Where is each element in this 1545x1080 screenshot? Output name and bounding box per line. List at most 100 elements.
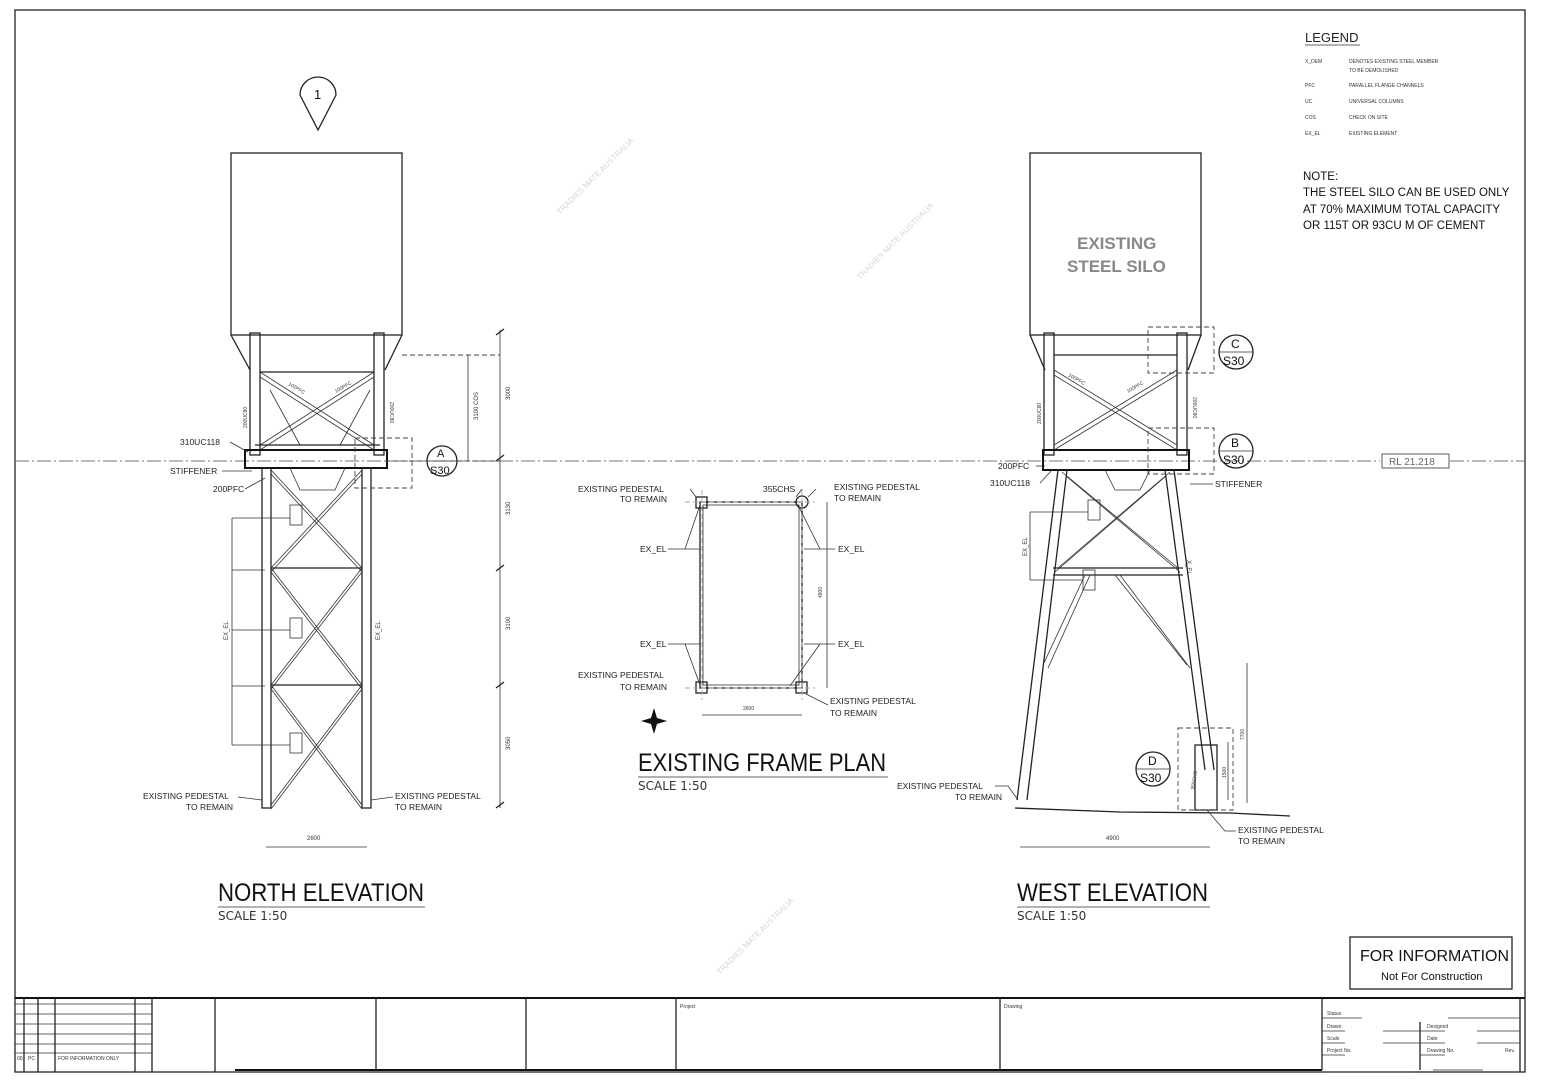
svg-text:EXISTING PEDESTAL: EXISTING PEDESTAL — [830, 696, 916, 706]
project-field-label: Project — [680, 1004, 696, 1010]
for-information-stamp: FOR INFORMATION Not For Construction — [1349, 936, 1513, 990]
svg-text:200PFC: 200PFC — [998, 461, 1029, 471]
rl-label: RL 21.218 — [1389, 457, 1435, 468]
detail-marker-b[interactable]: B S30 — [1218, 433, 1254, 469]
legend-title: LEGEND — [1305, 30, 1358, 45]
detail-marker-c[interactable]: C S30 — [1218, 334, 1254, 370]
svg-text:PFC: PFC — [1305, 83, 1315, 89]
svg-text:FOR INFORMATION: FOR INFORMATION — [1360, 948, 1509, 965]
svg-text:STIFFENER: STIFFENER — [170, 466, 217, 476]
svg-text:3050: 3050 — [506, 736, 512, 750]
svg-text:Status: Status — [1327, 1011, 1342, 1017]
north-arrow-icon — [641, 708, 667, 734]
svg-text:Designed: Designed — [1427, 1024, 1448, 1030]
detail-marker-d[interactable]: D S30 — [1135, 751, 1171, 787]
west-elevation-title: WEST ELEVATION — [1017, 879, 1208, 907]
svg-text:7700: 7700 — [1240, 729, 1246, 740]
drawing-field-label: Drawing — [1004, 1004, 1023, 1010]
svg-text:200UC80: 200UC80 — [388, 402, 394, 423]
svg-text:A: A — [437, 448, 445, 460]
svg-text:OR 115T OR 93CU M OF CEMENT: OR 115T OR 93CU M OF CEMENT — [1303, 220, 1485, 232]
svg-text:TO BE DEMOLISHED: TO BE DEMOLISHED — [1349, 68, 1399, 74]
svg-text:EX_EL: EX_EL — [376, 621, 382, 640]
svg-text:355CHS: 355CHS — [1190, 770, 1199, 790]
svg-text:TO REMAIN: TO REMAIN — [186, 802, 233, 812]
svg-text:TO REMAIN: TO REMAIN — [620, 494, 667, 504]
svg-text:SCALE 1:50: SCALE 1:50 — [638, 779, 707, 793]
svg-text:EX_EL: EX_EL — [838, 544, 865, 554]
svg-text:TO REMAIN: TO REMAIN — [834, 493, 881, 503]
svg-text:1500: 1500 — [1222, 767, 1228, 778]
svg-text:200UC80: 200UC80 — [1191, 397, 1197, 418]
svg-text:310UC118: 310UC118 — [180, 437, 220, 447]
svg-text:Scale: Scale — [1327, 1036, 1340, 1042]
svg-text:EX_EL: EX_EL — [640, 639, 667, 649]
plan-title: EXISTING FRAME PLAN — [638, 749, 886, 777]
svg-text:2600: 2600 — [743, 706, 754, 712]
svg-text:100PFC: 100PFC — [1126, 380, 1145, 395]
dim-cos: 3100 COS — [474, 392, 480, 420]
existing-frame-plan: 2600 4900 EXISTING PEDESTAL TO REMAIN 35… — [578, 482, 920, 793]
svg-text:AT 70% MAXIMUM TOTAL CAPACITY: AT 70% MAXIMUM TOTAL CAPACITY — [1303, 204, 1500, 216]
svg-text:CHECK ON SITE: CHECK ON SITE — [1349, 115, 1389, 121]
svg-text:PC: PC — [28, 1056, 35, 1062]
north-elevation: 1 A S30 3100 COS 3000 3130 — [143, 76, 512, 923]
svg-text:TO REMAIN: TO REMAIN — [1238, 836, 1285, 846]
north-elevation-title: NORTH ELEVATION — [218, 879, 424, 907]
svg-text:STEEL SILO: STEEL SILO — [1067, 257, 1166, 276]
silo-body — [1029, 152, 1202, 336]
svg-text:THE STEEL SILO CAN BE USED ONL: THE STEEL SILO CAN BE USED ONLY — [1303, 187, 1510, 199]
rl-tag: RL 21.218 — [1381, 453, 1450, 469]
title-block: 00 PC FOR INFORMATION ONLY Project Drawi… — [15, 997, 1525, 1073]
svg-text:2600: 2600 — [307, 836, 321, 842]
svg-text:S30: S30 — [1223, 354, 1245, 368]
silo-body — [230, 152, 403, 336]
svg-text:EX_EL: EX_EL — [1023, 537, 1029, 556]
svg-text:S30: S30 — [1223, 453, 1245, 467]
svg-text:310UC118: 310UC118 — [990, 478, 1030, 488]
svg-text:B: B — [1231, 436, 1239, 450]
svg-text:EXISTING PEDESTAL: EXISTING PEDESTAL — [143, 791, 229, 801]
svg-text:EX_EL: EX_EL — [1305, 131, 1321, 137]
svg-text:UC: UC — [1305, 99, 1313, 105]
svg-text:3130: 3130 — [506, 501, 512, 515]
svg-text:1: 1 — [314, 87, 321, 102]
svg-text:100PFC: 100PFC — [287, 382, 306, 397]
svg-text:3100: 3100 — [506, 616, 512, 630]
svg-text:TO REMAIN: TO REMAIN — [395, 802, 442, 812]
svg-text:Not For Construction: Not For Construction — [1381, 971, 1482, 983]
svg-text:Rev.: Rev. — [1505, 1048, 1515, 1054]
svg-text:UNIVERSAL COLUMNS: UNIVERSAL COLUMNS — [1349, 99, 1404, 105]
svg-text:Date: Date — [1427, 1036, 1438, 1042]
svg-text:EXISTING PEDESTAL: EXISTING PEDESTAL — [1238, 825, 1324, 835]
section-marker-1[interactable]: 1 — [299, 76, 337, 132]
svg-text:EXISTING ELEMENT: EXISTING ELEMENT — [1349, 131, 1397, 137]
svg-text:200UC80: 200UC80 — [243, 407, 249, 428]
svg-text:EX_EL: EX_EL — [838, 639, 865, 649]
detail-marker-a[interactable]: A S30 — [426, 445, 458, 477]
svg-text:PARALLEL FLANGE CHANNELS: PARALLEL FLANGE CHANNELS — [1349, 83, 1424, 89]
svg-text:200UC80: 200UC80 — [1037, 403, 1043, 424]
svg-text:4900: 4900 — [818, 587, 824, 598]
silo-label: EXISTING — [1077, 234, 1156, 253]
svg-text:4900: 4900 — [1106, 836, 1120, 842]
svg-text:SCALE 1:50: SCALE 1:50 — [1017, 909, 1086, 923]
svg-text:EX_EL: EX_EL — [640, 544, 667, 554]
svg-text:00: 00 — [17, 1056, 23, 1062]
svg-text:FOR INFORMATION ONLY: FOR INFORMATION ONLY — [58, 1056, 120, 1062]
svg-text:X_EL: X_EL — [1185, 560, 1191, 575]
svg-text:S30: S30 — [1140, 771, 1162, 785]
svg-text:X_DEM: X_DEM — [1305, 59, 1322, 65]
svg-text:3000: 3000 — [506, 386, 512, 400]
svg-text:Project No.: Project No. — [1327, 1048, 1352, 1054]
sheet-border — [14, 9, 1526, 1073]
svg-text:EXISTING PEDESTAL: EXISTING PEDESTAL — [578, 670, 664, 680]
svg-text:TO REMAIN: TO REMAIN — [830, 708, 877, 718]
svg-text:Drawing No.: Drawing No. — [1427, 1048, 1455, 1054]
svg-text:DENOTES EXISTING STEEL MEMBER: DENOTES EXISTING STEEL MEMBER — [1349, 59, 1439, 65]
svg-text:Drawn: Drawn — [1327, 1024, 1342, 1030]
svg-text:EXISTING PEDESTAL: EXISTING PEDESTAL — [395, 791, 481, 801]
svg-text:EXISTING PEDESTAL: EXISTING PEDESTAL — [897, 781, 983, 791]
